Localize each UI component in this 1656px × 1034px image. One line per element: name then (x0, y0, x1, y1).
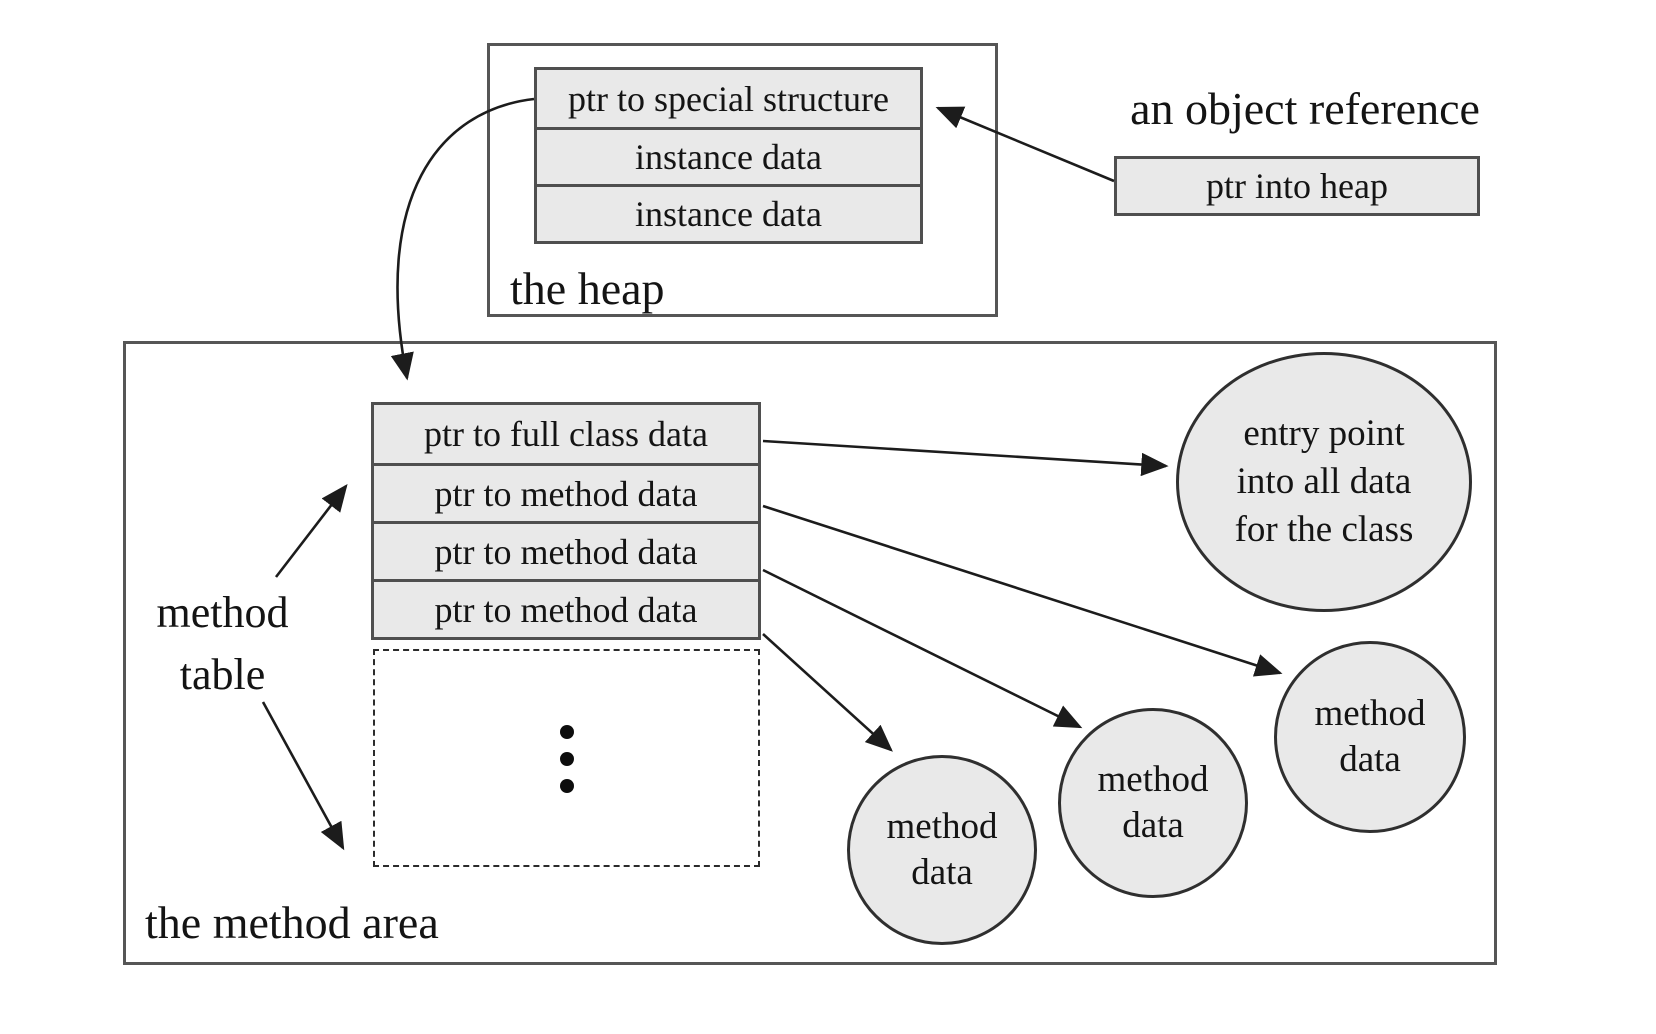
method-table-continuation (373, 649, 760, 867)
heap-cell-instance-data-2: instance data (537, 184, 920, 241)
method-data-circle-right: method data (1274, 641, 1466, 833)
entry-point-circle: entry point into all data for the class (1176, 352, 1472, 612)
ptr-into-heap-label: ptr into heap (1117, 159, 1477, 213)
method-table-label: method table (125, 582, 320, 706)
ellipsis-dot (559, 725, 574, 739)
object-reference-title: an object reference (1130, 83, 1480, 134)
method-table-label-line2: table (179, 650, 266, 699)
method-data-right-line1: method (1314, 693, 1426, 734)
method-data-circle-left: method data (847, 755, 1037, 945)
method-data-left-line2: data (911, 852, 973, 893)
heap-object-record: ptr to special structure instance data i… (534, 67, 923, 244)
method-data-middle-line1: method (1097, 759, 1209, 800)
ellipsis-dot (559, 752, 574, 766)
entry-point-line3: for the class (1234, 509, 1414, 550)
entry-point-line2: into all data (1236, 461, 1412, 502)
entry-point-line1: entry point (1243, 413, 1405, 454)
method-data-right-line2: data (1339, 739, 1401, 780)
ellipsis-dot (559, 779, 574, 793)
method-table-label-line1: method (156, 588, 289, 637)
method-table: ptr to full class data ptr to method dat… (371, 402, 761, 640)
method-area-label: the method area (145, 897, 439, 948)
method-data-middle-line2: data (1122, 805, 1184, 846)
method-table-cell-ptr-to-full-class-data: ptr to full class data (374, 405, 758, 463)
method-table-cell-ptr-to-method-data-1: ptr to method data (374, 463, 758, 521)
method-table-cell-ptr-to-method-data-3: ptr to method data (374, 579, 758, 637)
heap-cell-ptr-to-special-structure: ptr to special structure (537, 70, 920, 127)
heap-cell-instance-data-1: instance data (537, 127, 920, 184)
heap-label: the heap (510, 263, 665, 314)
method-data-circle-middle: method data (1058, 708, 1248, 898)
vertical-ellipsis-icon (375, 725, 758, 793)
method-table-cell-ptr-to-method-data-2: ptr to method data (374, 521, 758, 579)
ptr-into-heap-box: ptr into heap (1114, 156, 1480, 216)
method-data-left-line1: method (886, 806, 998, 847)
